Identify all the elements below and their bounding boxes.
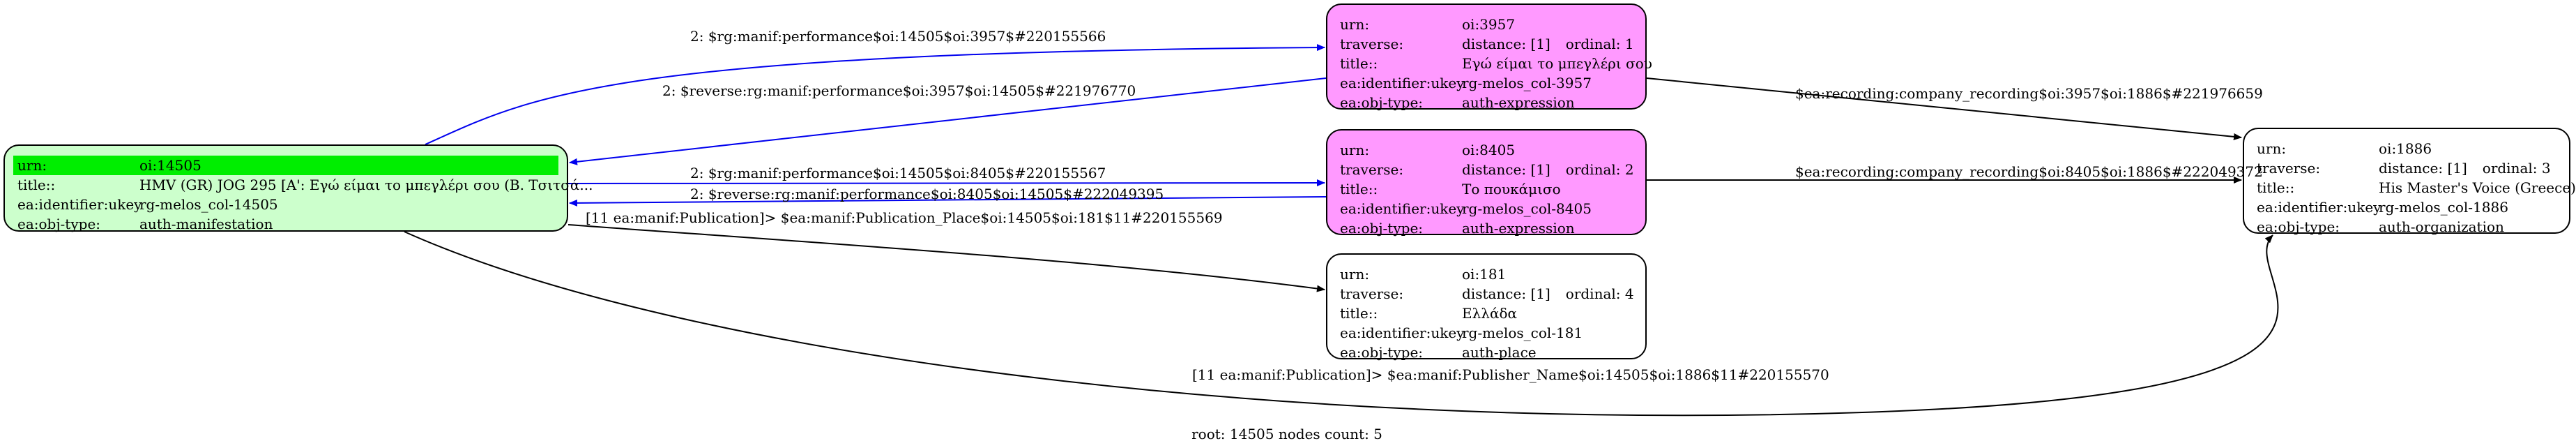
- node-row: ea:obj-type: auth-place: [1340, 343, 1633, 362]
- row-value: rg-melos_col-1886: [2379, 199, 2508, 216]
- node-row: title::Το πουκάμισο: [1340, 179, 1633, 199]
- edge-label: $ea:recording:company_recording$oi:8405$…: [1795, 163, 2263, 180]
- row-value: rg-melos_col-3957: [1462, 75, 1592, 91]
- node-row: urn: oi:3957: [1340, 15, 1633, 34]
- row-value: oi:181: [1462, 266, 1507, 283]
- node-181[interactable]: urn: oi:181 traverse: distance: [1]ordinal:…: [1326, 253, 1647, 362]
- row-value: distance: [1]ordinal: 2: [1462, 161, 1634, 178]
- row-value: Εγώ είμαι το μπεγλέρι σου: [1462, 55, 1652, 72]
- node-row: urn: oi:181: [1340, 264, 1633, 284]
- row-key: title::: [1340, 181, 1378, 197]
- row-value: oi:8405: [1462, 142, 1516, 158]
- row-key: traverse:: [1340, 285, 1404, 302]
- row-value: rg-melos_col-8405: [1462, 200, 1592, 217]
- node-row: urn: oi:8405: [1340, 140, 1633, 160]
- row-value: auth-place: [1462, 344, 1537, 361]
- row-value: oi:14505: [139, 157, 201, 174]
- row-value: distance: [1]ordinal: 3: [2379, 160, 2551, 177]
- node-row: title::HMV (GR) JOG 295 [A': Εγώ είμαι τ…: [17, 175, 593, 195]
- row-ordinal: ordinal: 3: [2482, 160, 2551, 177]
- row-key: title::: [17, 177, 56, 193]
- row-key: ea:obj-type:: [17, 216, 101, 232]
- row-value: HMV (GR) JOG 295 [A': Εγώ είμαι το μπεγλ…: [139, 177, 593, 193]
- node-row: traverse: distance: [1]ordinal: 3: [2257, 158, 2556, 178]
- row-value: distance: [1]ordinal: 4: [1462, 285, 1634, 302]
- node-row: title::His Master's Voice (Greece): [2257, 178, 2576, 197]
- row-key: traverse:: [1340, 161, 1404, 178]
- node-row: traverse: distance: [1]ordinal: 2: [1340, 160, 1634, 179]
- graph-footer: root: 14505 nodes count: 5: [1191, 426, 1382, 442]
- row-value: rg-melos_col-181: [1462, 324, 1583, 341]
- node-row: traverse: distance: [1]ordinal: 1: [1340, 34, 1634, 54]
- row-value: rg-melos_col-14505: [139, 196, 278, 213]
- row-value: Ελλάδα: [1462, 305, 1518, 322]
- edge-layer: [404, 44, 2279, 417]
- node-row: ea:obj-type: auth-manifestation: [17, 214, 554, 234]
- row-key: ea:identifier:ukey: [2257, 199, 2381, 216]
- edge-label: 2: $reverse:rg:manif:performance$oi:3957…: [662, 82, 1136, 99]
- edge-label: 2: $rg:manif:performance$oi:14505$oi:395…: [690, 28, 1106, 45]
- node-8405[interactable]: urn: oi:8405 traverse: distance: [1]ordinal…: [1326, 129, 1647, 238]
- edge-label: [11 ea:manif:Publication]> $ea:manif:Pub…: [1192, 366, 1829, 383]
- row-value: His Master's Voice (Greece): [2379, 179, 2576, 196]
- row-key: title::: [2257, 179, 2295, 196]
- row-value: auth-organization: [2379, 218, 2504, 235]
- edge-label: 2: $rg:manif:performance$oi:14505$oi:840…: [690, 165, 1106, 181]
- node-row: title::Ελλάδα: [1340, 304, 1633, 323]
- row-key: ea:identifier:ukey: [1340, 75, 1465, 91]
- node-row: ea:obj-type: auth-expression: [1340, 93, 1633, 112]
- edge-14505-to-1886: [404, 231, 2279, 417]
- row-key: ea:obj-type:: [1340, 220, 1424, 237]
- node-row: traverse: distance: [1]ordinal: 4: [1340, 284, 1634, 304]
- row-key: title::: [1340, 305, 1378, 322]
- node-row: ea:obj-type: auth-expression: [1340, 218, 1633, 238]
- row-ordinal: ordinal: 1: [1565, 36, 1634, 52]
- node-row: ea:obj-type: auth-organization: [2257, 217, 2556, 237]
- edge-3957-to-14505: [569, 77, 1327, 165]
- row-value: Το πουκάμισο: [1462, 181, 1561, 197]
- node-row: urn: oi:14505: [13, 156, 558, 175]
- row-value: oi:3957: [1462, 16, 1516, 33]
- edge-14505-to-3957: [425, 44, 1325, 145]
- row-ordinal: ordinal: 4: [1565, 285, 1634, 302]
- edge-14505-to-181: [567, 224, 1325, 292]
- row-key: ea:identifier:ukey: [1340, 200, 1465, 217]
- edge-3957-to-1886: [1646, 77, 2242, 140]
- row-key: urn:: [1340, 142, 1370, 158]
- row-value: oi:1886: [2379, 140, 2432, 157]
- row-key: ea:identifier:ukey: [17, 196, 142, 213]
- row-value: auth-expression: [1462, 220, 1575, 237]
- row-key: urn:: [1340, 16, 1370, 33]
- node-row: urn: oi:1886: [2257, 139, 2556, 158]
- edge-label: [11 ea:manif:Publication]> $ea:manif:Pub…: [586, 209, 1223, 226]
- row-key: urn:: [1340, 266, 1370, 283]
- node-row: title::Εγώ είμαι το μπεγλέρι σου: [1340, 54, 1652, 73]
- row-key: urn:: [17, 157, 47, 174]
- row-key: traverse:: [1340, 36, 1404, 52]
- row-ordinal: ordinal: 2: [1565, 161, 1634, 178]
- edge-label: 2: $reverse:rg:manif:performance$oi:8405…: [690, 186, 1164, 202]
- row-key: ea:obj-type:: [1340, 94, 1424, 111]
- row-value: distance: [1]ordinal: 1: [1462, 36, 1634, 52]
- row-key: title::: [1340, 55, 1378, 72]
- row-value: auth-manifestation: [139, 216, 273, 232]
- node-1886[interactable]: urn: oi:1886 traverse: distance: [1]ordinal…: [2243, 128, 2576, 237]
- row-key: traverse:: [2257, 160, 2321, 177]
- edge-14505-to-8405: [567, 179, 1325, 187]
- edge-label: $ea:recording:company_recording$oi:3957$…: [1795, 85, 2263, 102]
- row-key: ea:obj-type:: [1340, 344, 1424, 361]
- row-key: urn:: [2257, 140, 2287, 157]
- edge-8405-to-14505: [569, 196, 1327, 207]
- node-3957[interactable]: urn: oi:3957 traverse: distance: [1]ordinal…: [1326, 3, 1652, 112]
- row-key: ea:obj-type:: [2257, 218, 2340, 235]
- row-key: ea:identifier:ukey: [1340, 324, 1465, 341]
- row-value: auth-expression: [1462, 94, 1575, 111]
